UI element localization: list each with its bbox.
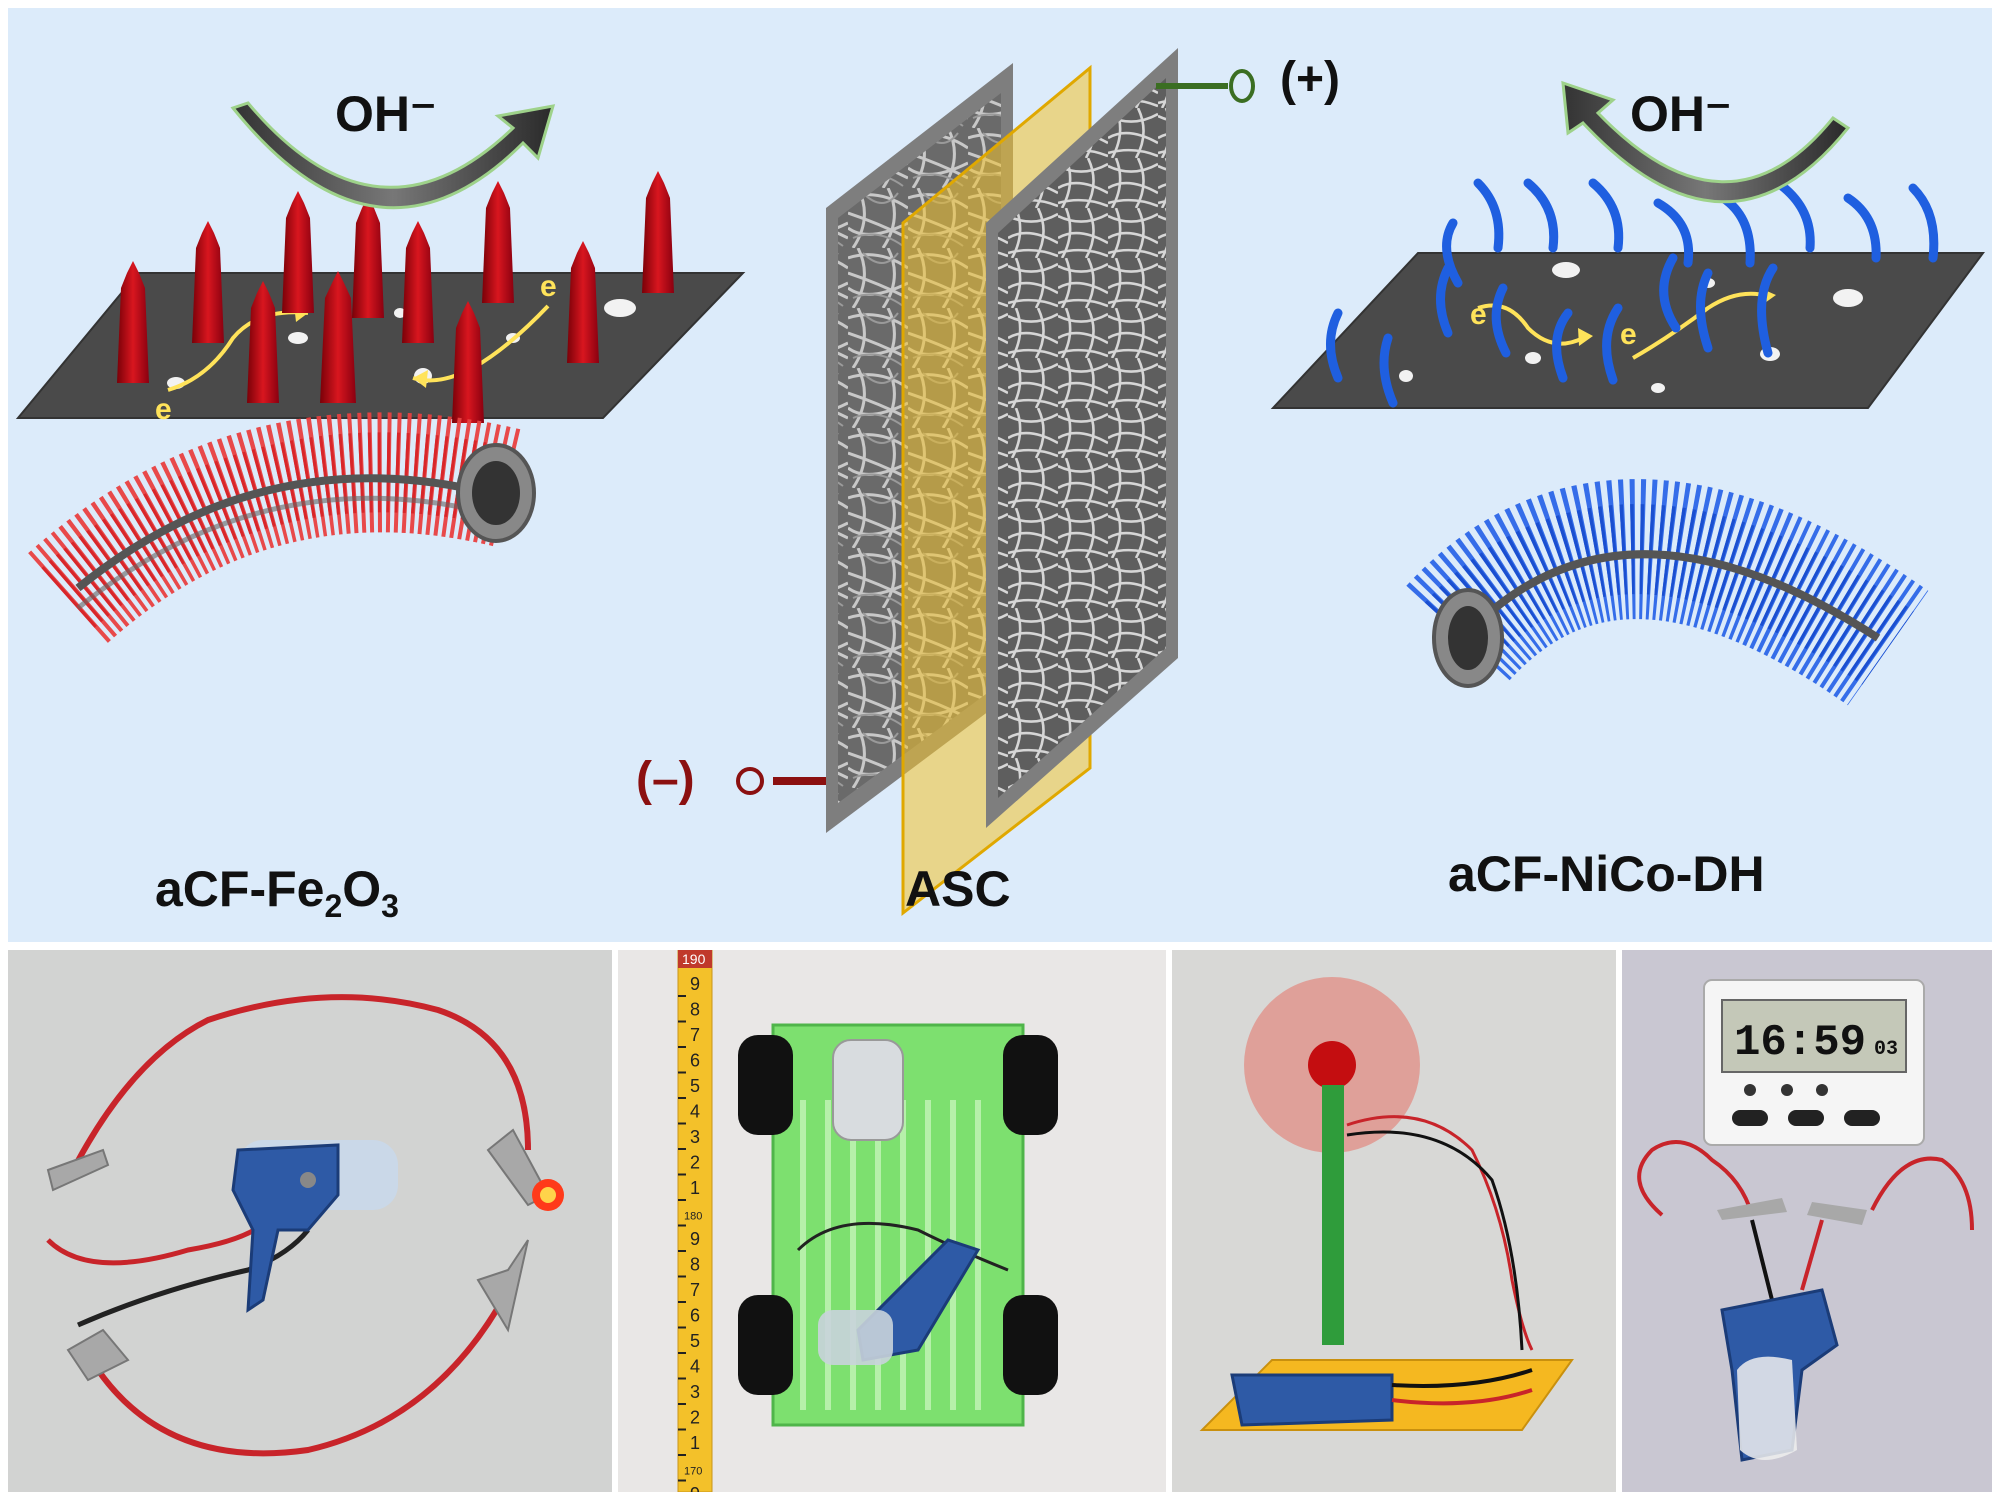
ruler-number: 3 [690,1382,700,1402]
fe2o3-nanorods [117,171,674,423]
ruler-number: 6 [690,1306,700,1326]
ruler-number: 3 [690,1127,700,1147]
nico-electrode-diagram [1270,80,1985,409]
nico-fiber-illustration [1406,479,1929,706]
ruler-cap-label: 190 [682,951,706,967]
right-particles [1399,262,1863,393]
ruler-number: 2 [690,1153,700,1173]
left-ion-label: OH⁻ [335,86,437,142]
timer-seconds: 03 [1874,1038,1898,1061]
fe2o3-fiber-illustration [28,412,536,644]
ruler-number: 9 [690,1229,700,1249]
wheel-rear-left [738,1295,793,1395]
photo-led-demo [8,950,612,1492]
ruler-number: 6 [690,1051,700,1071]
ruler-number: 8 [690,1000,700,1020]
fan-stand [1322,1085,1344,1345]
plus-terminal-label: (+) [1280,53,1340,106]
ruler-number: 4 [690,1102,700,1122]
ruler-number: 8 [690,1255,700,1275]
right-oh-arrow-icon [1561,80,1851,204]
asc-device-diagram [736,48,1255,917]
fe2o3-label: aCF-Fe2O3 [155,861,399,924]
wheel-front-right [1003,1035,1058,1135]
ruler-number: 2 [690,1408,700,1428]
nico-label: aCF-NiCo-DH [1448,846,1765,902]
wheel-rear-right [1003,1295,1058,1395]
fe2o3-electrode-diagram [15,101,746,423]
ruler-number: 9 [690,974,700,994]
photo-car-demo: 9 8 7 6 5 4 3 2 1 180 9 8 7 6 5 4 3 2 1 170 9 190 [618,950,1166,1492]
electron-label-4: e [1620,318,1637,351]
right-ion-label: OH⁻ [1630,86,1732,142]
minus-terminal-icon [736,767,764,795]
timer-time: 16:59 [1734,1018,1866,1068]
wheel-front-left [738,1035,793,1135]
ruler-number: 9 [690,1484,700,1492]
minus-terminal-label: (–) [636,753,695,806]
ruler-number: 1 [690,1178,700,1198]
nico-nanosheets [1326,178,1939,408]
asc-label: ASC [905,861,1011,917]
ruler-number: 7 [690,1025,700,1045]
ruler-number: 5 [690,1076,700,1096]
photo-fan-demo [1172,950,1616,1492]
plus-terminal-icon [1229,69,1255,103]
asc-schematic [15,48,1985,917]
ruler-number: 170 [684,1466,702,1478]
ruler-number: 180 [684,1211,702,1223]
photo-timer-demo: 16:59 03 [1622,950,1992,1492]
electron-label-1: e [155,393,172,426]
timer-display [1721,999,1907,1073]
ruler-number: 5 [690,1331,700,1351]
ruler-number: 1 [690,1433,700,1453]
ruler-number: 4 [690,1357,700,1377]
ruler-number: 7 [690,1280,700,1300]
left-oh-arrow-icon [230,101,556,210]
right-substrate [1270,252,1985,409]
electron-label-3: e [1470,298,1487,331]
electron-label-2: e [540,270,557,303]
